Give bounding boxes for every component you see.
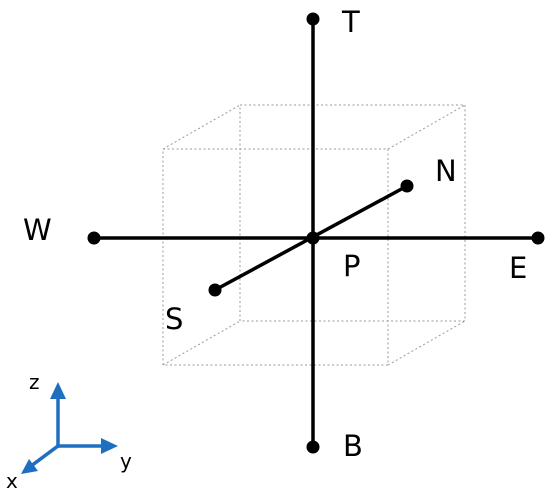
label-south: S	[165, 302, 183, 336]
label-north: N	[435, 154, 457, 188]
control-volume-cube	[162, 104, 466, 366]
cube-edge-top-right	[387, 104, 466, 150]
cube-back-face	[239, 104, 466, 322]
node-bottom	[306, 440, 320, 454]
cube-front-face	[162, 148, 389, 366]
coordinate-system: z y x	[6, 370, 132, 493]
z-axis-label: z	[29, 370, 40, 394]
y-axis-label: y	[120, 449, 132, 473]
z-axis-arrowhead	[50, 382, 66, 399]
label-bottom: B	[343, 429, 363, 463]
y-axis-arrowhead	[101, 438, 118, 454]
cube-edge-bottom-right	[387, 320, 466, 366]
label-west: W	[23, 213, 52, 247]
node-center	[306, 231, 320, 245]
node-labels: T B W E N S P	[23, 5, 527, 463]
label-top: T	[341, 5, 360, 39]
stencil-nodes	[87, 12, 545, 454]
cube-edge-bottom-left	[162, 320, 241, 366]
label-east: E	[509, 251, 527, 285]
x-axis-line	[28, 443, 61, 469]
cube-edge-top-left	[162, 104, 241, 150]
x-axis-label: x	[6, 469, 18, 493]
node-west	[87, 231, 101, 245]
node-top	[306, 12, 320, 26]
node-east	[531, 231, 545, 245]
node-north	[400, 179, 414, 193]
node-south	[208, 283, 222, 297]
x-axis-arrowhead	[21, 459, 38, 474]
label-center: P	[343, 249, 361, 283]
